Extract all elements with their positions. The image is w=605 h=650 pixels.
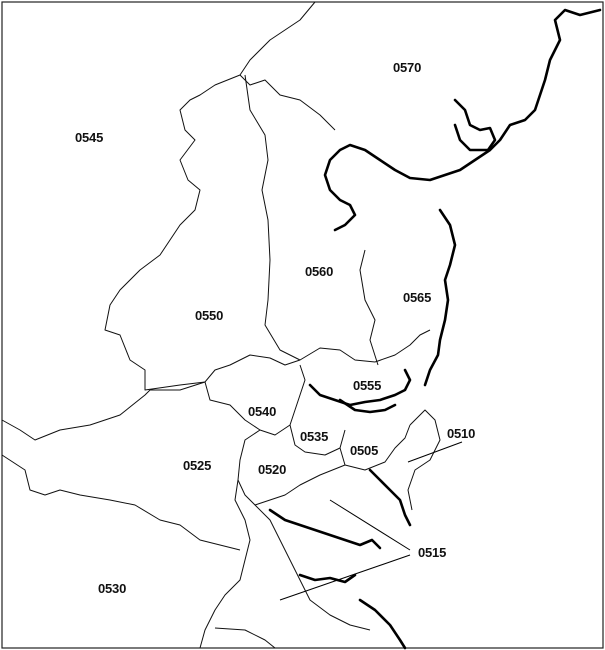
region-label-0530: 0530 (98, 581, 126, 596)
region-label-0570: 0570 (393, 60, 421, 75)
coastline (268, 8, 602, 650)
coast-pittwater (423, 208, 457, 387)
region-label-0520: 0520 (258, 462, 286, 477)
boundary-0570 (239, 74, 336, 131)
pointer-0515-b (279, 554, 411, 601)
coast-botany (268, 508, 382, 550)
boundary-0520-0530 (199, 479, 251, 649)
boundary-0525-west (1, 454, 241, 551)
coast-broken-bay (453, 98, 497, 152)
boundary-0515 (254, 504, 371, 631)
region-labels: 0570 0545 0560 0565 0550 0555 0540 0535 … (75, 60, 475, 596)
boundary-0540 (204, 364, 306, 436)
region-label-0515: 0515 (418, 545, 446, 560)
region-label-0535: 0535 (300, 429, 328, 444)
region-boundaries (1, 1, 441, 649)
label-pointers (279, 441, 463, 601)
boundary-0520 (237, 429, 346, 506)
boundary-0550-south (204, 347, 376, 383)
region-label-0505: 0505 (350, 443, 378, 458)
boundary-0545-0550 (104, 1, 316, 391)
boundary-south (214, 627, 276, 649)
region-label-0510: 0510 (447, 426, 475, 441)
region-label-0540: 0540 (248, 404, 276, 419)
coast-south (358, 598, 407, 650)
coast-harbour (308, 368, 412, 407)
region-label-0565: 0565 (403, 290, 431, 305)
region-label-0525: 0525 (183, 458, 211, 473)
coast-harbour-2 (338, 398, 397, 414)
region-label-0560: 0560 (305, 264, 333, 279)
region-label-0545: 0545 (75, 130, 103, 145)
boundary-0550-0560 (244, 74, 301, 361)
coast-north (323, 8, 602, 232)
boundary-0510 (407, 409, 441, 511)
pointer-0515-a (329, 499, 411, 551)
region-label-0555: 0555 (353, 378, 381, 393)
boundary-0565 (374, 329, 431, 363)
coast-hacking (298, 573, 357, 584)
coast-east (368, 468, 412, 527)
boundary-0525 (1, 381, 206, 441)
boundary-0535 (289, 424, 346, 456)
boundary-0560-0565 (359, 249, 379, 366)
region-label-0550: 0550 (195, 308, 223, 323)
pointer-0510 (407, 441, 463, 463)
